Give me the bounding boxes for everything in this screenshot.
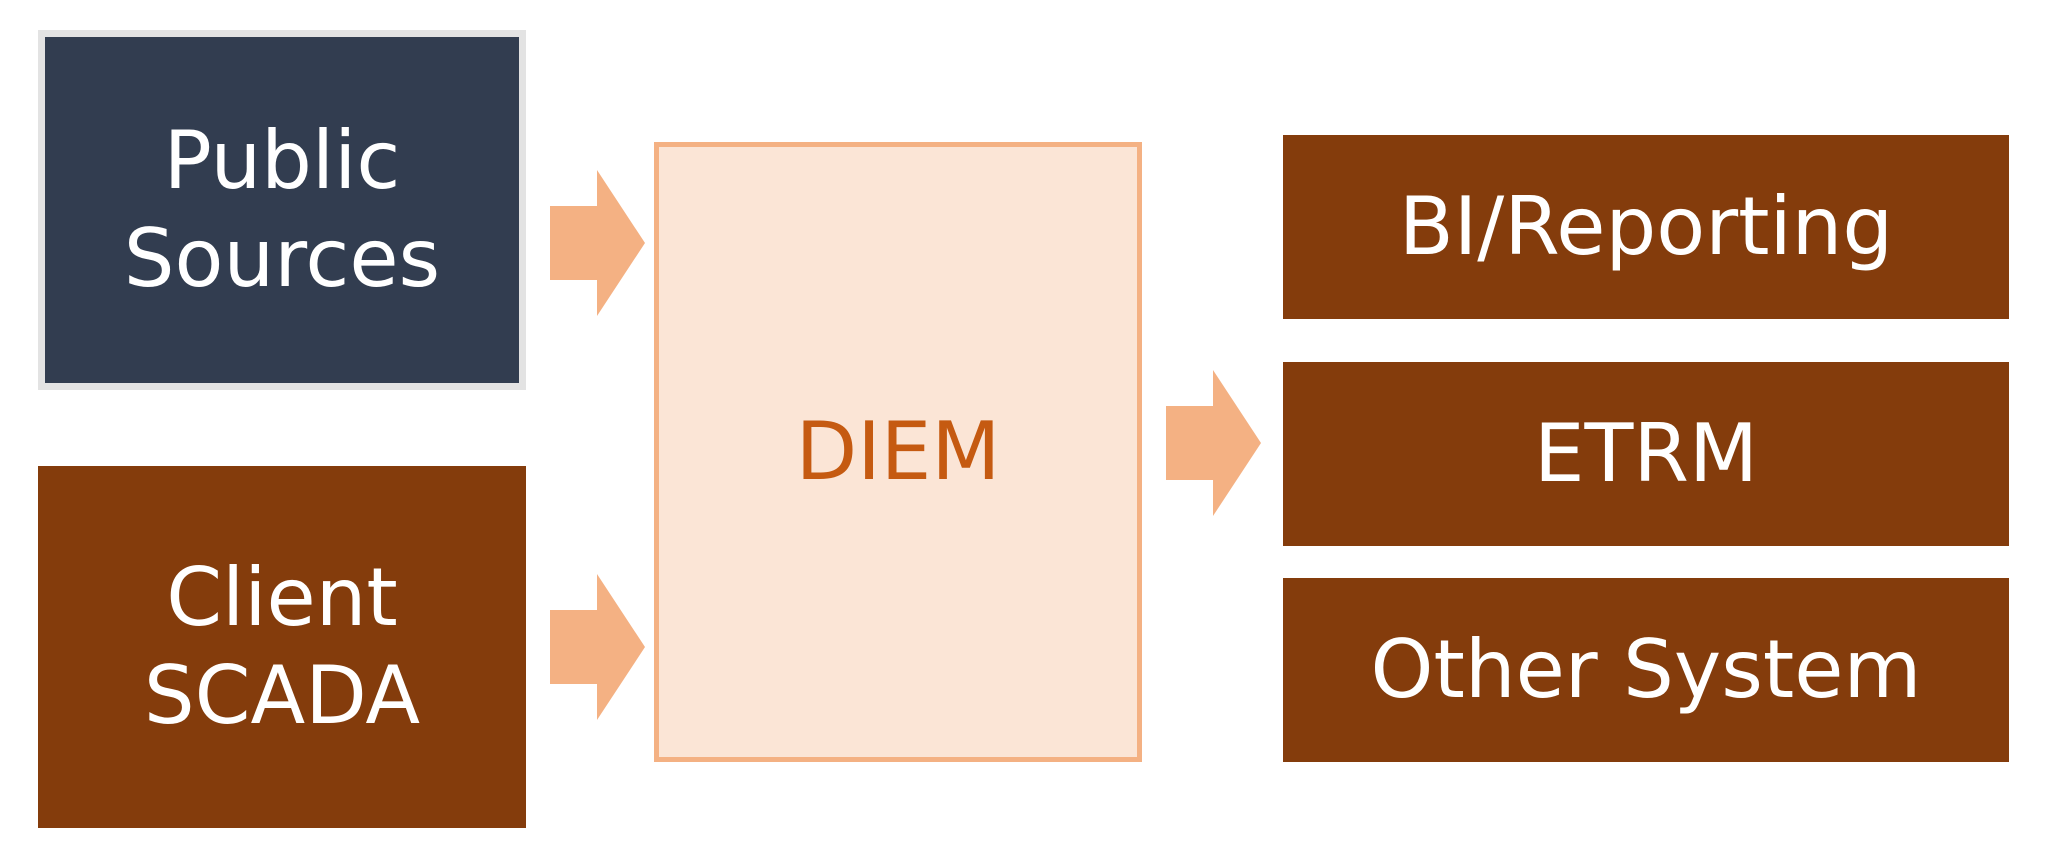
bi-reporting-box: BI/Reporting [1283,135,2009,319]
public-sources-label: Public Sources [123,114,441,305]
diem-label: DIEM [795,405,1001,499]
arrow-diem-to-outputs-icon [1166,370,1261,516]
public-sources-box: Public Sources [38,30,526,390]
arrow-public-to-diem-icon [550,170,645,316]
bi-reporting-label: BI/Reporting [1398,180,1894,274]
diem-box: DIEM [654,142,1142,762]
client-scada-box: Client SCADA [38,466,526,828]
etrm-box: ETRM [1283,362,2009,546]
other-system-label: Other System [1370,623,1922,717]
other-system-box: Other System [1283,578,2009,762]
client-scada-label: Client SCADA [143,551,421,742]
etrm-label: ETRM [1533,407,1759,501]
arrow-client-to-diem-icon [550,574,645,720]
